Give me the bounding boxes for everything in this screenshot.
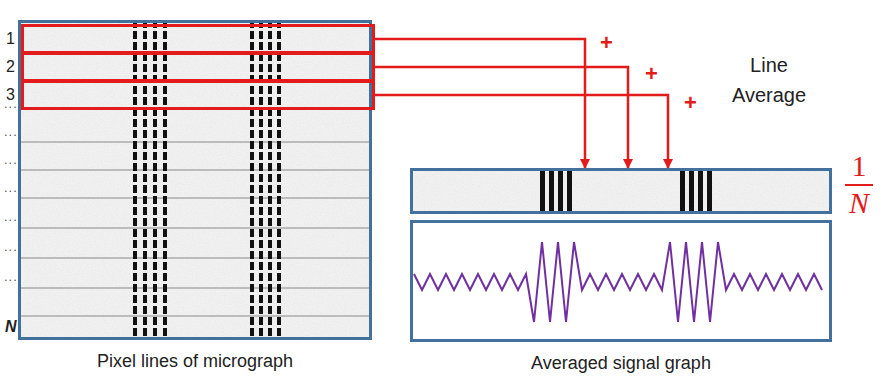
micrograph-noise [18, 20, 372, 340]
row-count: N [5, 318, 17, 336]
plus-sign: + [684, 90, 697, 116]
fraction: 1N [845, 149, 873, 220]
averaged-bars [540, 170, 712, 212]
row-number: 2 [6, 58, 15, 76]
line-average-note: Line Average [724, 50, 814, 110]
ellipsis: ... [4, 97, 18, 110]
strip-noise [410, 168, 832, 214]
pixel-line-box: 1 [21, 24, 375, 54]
caption: Pixel lines of micrograph [97, 351, 293, 372]
pixel-line-box: 2 [21, 52, 375, 82]
micrograph-panel: Pixel lines of micrograph123 [18, 20, 372, 340]
fraction-numerator: 1 [845, 149, 873, 186]
pixel-line-box: 3 [21, 80, 375, 110]
plus-sign: + [645, 61, 658, 87]
sum-arrow [375, 67, 628, 168]
signal-graph-box: Averaged signal graph [410, 220, 832, 342]
micrograph-ground [18, 20, 372, 340]
ellipsis: ... [4, 240, 18, 253]
sum-arrow [375, 39, 585, 168]
row-number: 1 [6, 30, 15, 48]
caption: Averaged signal graph [531, 353, 711, 374]
dashed-line-features [135, 20, 279, 340]
plus-sign: + [600, 30, 613, 56]
ellipsis: ... [4, 153, 18, 166]
ellipsis: ... [4, 270, 18, 283]
ellipsis: ... [4, 181, 18, 194]
strip-ground [410, 168, 832, 214]
signal-trace [414, 242, 822, 322]
pixel-row-lines [18, 142, 372, 316]
ellipsis: ... [4, 125, 18, 138]
sum-arrow [375, 95, 668, 168]
fraction-denominator: N [845, 186, 873, 221]
ellipsis: ... [4, 210, 18, 223]
averaged-line-strip: 1N [410, 168, 832, 214]
